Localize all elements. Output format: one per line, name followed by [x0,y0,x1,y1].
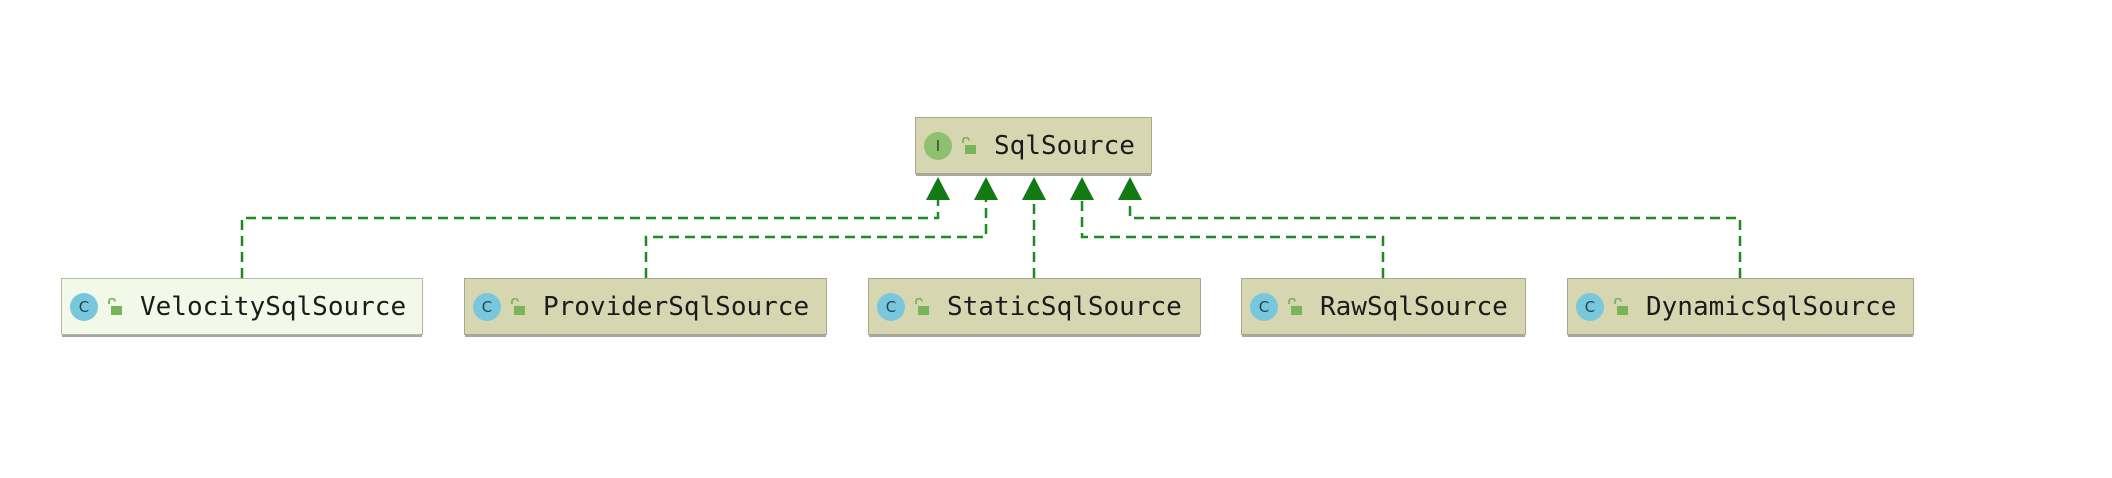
class-node-dynamicsqlsource[interactable]: C DynamicSqlSource [1567,278,1914,335]
class-icon: C [1576,292,1604,321]
edge-velocity-sqlsource[interactable] [240,198,940,278]
node-label: StaticSqlSource [947,291,1182,322]
class-icon: C [473,292,501,321]
interface-icon: I [924,131,952,160]
arrowhead [1118,177,1142,200]
node-label: SqlSource [994,130,1135,161]
public-lock-icon [511,297,525,315]
class-icon: C [70,292,98,321]
edge-dynamic-sqlsource[interactable] [1128,198,1742,278]
node-label: ProviderSqlSource [543,291,810,322]
arrowhead [926,177,950,200]
node-label: DynamicSqlSource [1646,291,1897,322]
class-node-providersqlsource[interactable]: C ProviderSqlSource [464,278,827,335]
node-label: VelocitySqlSource [140,291,407,322]
public-lock-icon [1614,297,1628,315]
class-icon: C [1250,292,1278,321]
public-lock-icon [915,297,929,315]
public-lock-icon [1288,297,1302,315]
class-node-rawsqlsource[interactable]: C RawSqlSource [1241,278,1526,335]
node-label: RawSqlSource [1320,291,1508,322]
class-node-staticsqlsource[interactable]: C StaticSqlSource [868,278,1201,335]
edge-provider-sqlsource[interactable] [644,198,988,278]
interface-node-sqlsource[interactable]: I SqlSource [915,117,1152,174]
class-icon: C [877,292,905,321]
public-lock-icon [962,136,976,154]
class-node-velocitysqlsource[interactable]: C VelocitySqlSource [61,278,423,335]
arrowhead [1022,177,1046,200]
arrowhead [974,177,998,200]
edge-raw-sqlsource[interactable] [1080,198,1385,278]
public-lock-icon [108,297,122,315]
arrowhead [1070,177,1094,200]
